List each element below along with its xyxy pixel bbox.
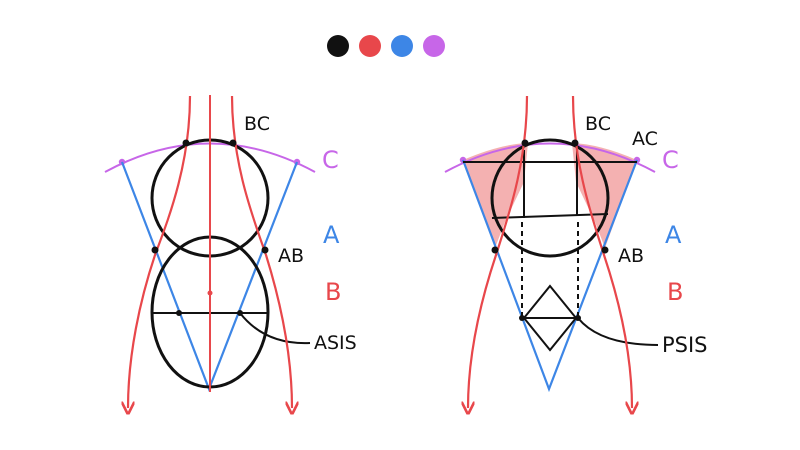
left-b-curve-right — [230, 95, 292, 408]
color-swatches — [327, 35, 445, 57]
right-bc-dot-left — [521, 139, 529, 147]
left-label-a: A — [323, 221, 340, 249]
blue-swatch — [391, 35, 413, 57]
right-label-psis: PSIS — [662, 333, 708, 357]
left-label-ab: AB — [278, 245, 304, 267]
right-b-curve-left — [468, 95, 529, 408]
left-bc-dot-right — [229, 139, 237, 147]
right-ab-dot-right — [601, 246, 609, 254]
right-pelvis-figure: BC AC C A AB B PSIS — [444, 95, 708, 408]
right-label-ab: AB — [618, 245, 644, 267]
right-label-a: A — [665, 221, 682, 249]
right-psis-dot-1 — [519, 315, 525, 321]
right-ab-dot-left — [491, 246, 499, 254]
right-wedge-left — [463, 143, 528, 248]
left-label-asis: ASIS — [314, 332, 357, 354]
left-b-curve-left — [128, 95, 192, 408]
purple-swatch — [423, 35, 445, 57]
right-upper-circle — [490, 138, 610, 258]
right-bc-dot-right — [571, 139, 579, 147]
left-ab-dot-left — [151, 246, 159, 254]
right-a-lines — [461, 159, 639, 393]
right-label-ac: AC — [632, 128, 658, 150]
left-center-dot — [207, 290, 213, 296]
left-bc-dot-left — [182, 139, 190, 147]
left-ab-dot-right — [261, 246, 269, 254]
right-label-bc: BC — [585, 113, 611, 135]
right-label-c: C — [662, 146, 679, 174]
right-wedge-right — [572, 143, 637, 248]
left-label-bc: BC — [244, 113, 270, 135]
left-asis-dot-1 — [176, 310, 182, 316]
left-label-c: C — [322, 146, 339, 174]
right-psis-pointer — [577, 317, 659, 346]
right-mid-line — [491, 213, 609, 219]
right-sacrum-diamond — [522, 284, 578, 352]
left-asis-pointer — [239, 312, 311, 345]
left-label-b: B — [325, 278, 341, 306]
right-b-curve-right — [571, 95, 632, 408]
red-swatch — [359, 35, 381, 57]
left-pelvis-figure: BC C A AB B ASIS — [104, 95, 357, 408]
right-label-b: B — [667, 278, 683, 306]
right-c-arc — [444, 142, 656, 173]
black-swatch — [327, 35, 349, 57]
